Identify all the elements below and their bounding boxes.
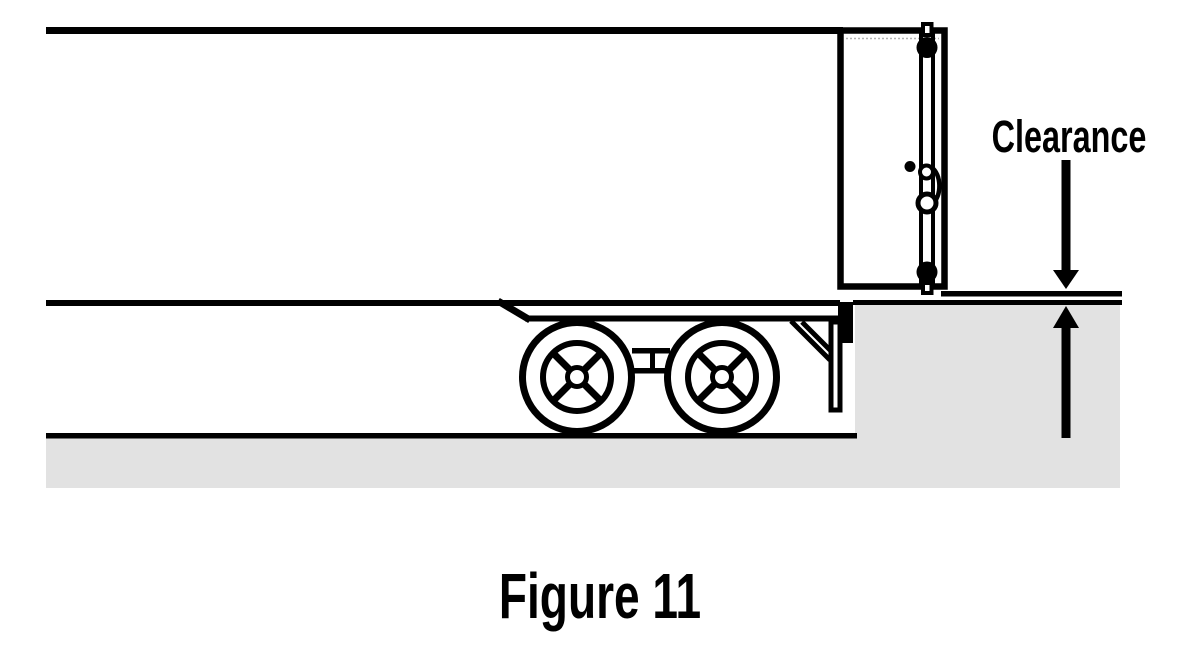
up-arrow-head xyxy=(1053,306,1079,328)
door-lock-rod xyxy=(919,33,935,285)
dock-bumper xyxy=(838,302,853,343)
figure-caption: Figure 11 xyxy=(499,561,701,632)
clearance-up-arrow-icon xyxy=(1053,306,1079,438)
dock-fill xyxy=(855,303,1120,488)
lock-cam-bottom xyxy=(916,261,938,283)
dock-and-ground xyxy=(46,291,1122,488)
guard-brace-inner xyxy=(800,320,834,354)
trailer-body xyxy=(46,27,843,306)
wheel-hub xyxy=(565,365,589,389)
door-handle-pin xyxy=(904,161,916,172)
trailer-roof-line xyxy=(46,27,843,34)
dock-leveler-plate-line xyxy=(941,291,1122,297)
down-arrow-head xyxy=(1053,270,1079,289)
clearance-label: Clearance xyxy=(992,113,1147,162)
axle-links xyxy=(632,348,674,374)
door-handle-ring-bottom xyxy=(915,191,939,215)
wheel-hub xyxy=(710,365,734,389)
ground-line xyxy=(46,433,857,439)
trailer-door xyxy=(837,22,948,295)
trailer-wheel-rear xyxy=(664,319,780,435)
up-arrow-shaft xyxy=(1061,326,1071,438)
trailer-floor-line xyxy=(46,300,840,306)
undercarriage xyxy=(496,297,838,324)
trailer-wheel-front xyxy=(519,319,635,435)
dock-edge-line xyxy=(853,300,1122,305)
lock-cam-top xyxy=(916,37,938,58)
undercarriage-rail xyxy=(525,315,838,322)
door-handle-ring-top xyxy=(918,163,935,181)
clearance-annotation: Clearance xyxy=(992,113,1147,438)
down-arrow-shaft xyxy=(1061,160,1071,272)
guard-brace-outer xyxy=(789,319,832,362)
underride-guard xyxy=(789,319,843,413)
clearance-down-arrow-icon xyxy=(1053,160,1079,289)
undercarriage-diagonal xyxy=(496,297,532,324)
axle-pivot xyxy=(650,350,655,371)
guard-vertical-bar xyxy=(828,319,843,413)
